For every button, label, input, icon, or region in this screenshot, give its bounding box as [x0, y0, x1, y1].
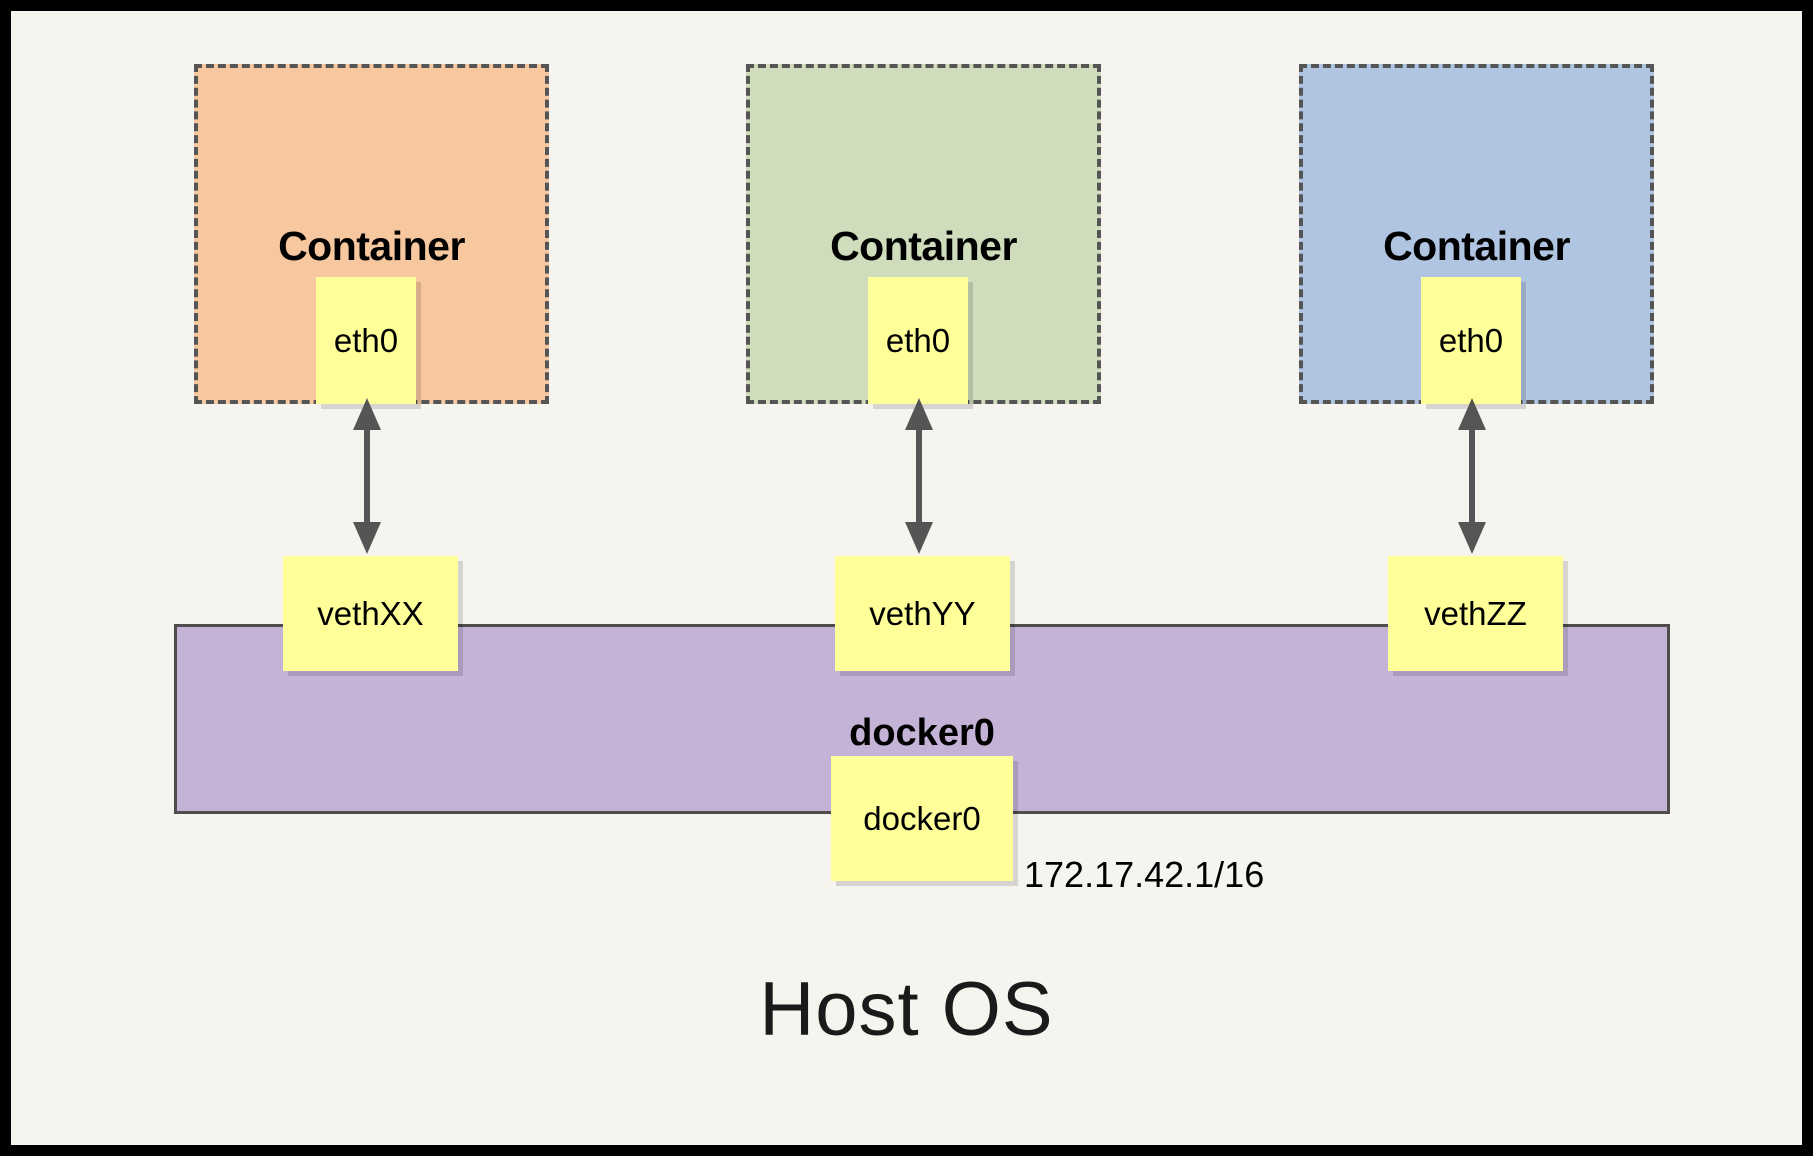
container-title-2: Container	[830, 223, 1017, 269]
docker0-ip-label: 172.17.42.1/16	[1024, 854, 1265, 895]
docker0-bridge-label: docker0	[849, 712, 995, 754]
veth-note-2: vethYY	[835, 556, 1010, 671]
docker0-interface-note: docker0	[831, 756, 1013, 881]
veth-link-arrow-3	[1458, 398, 1486, 554]
veth-note-1-label: vethXX	[317, 595, 424, 632]
veth-link-arrow-2	[905, 398, 933, 554]
veth-note-2-label: vethYY	[869, 595, 976, 632]
veth-link-arrow-1	[353, 398, 381, 554]
container-title-3: Container	[1383, 223, 1570, 269]
eth0-note-3: eth0	[1421, 277, 1521, 404]
eth0-note-2-label: eth0	[885, 322, 951, 359]
eth0-note-1-label: eth0	[333, 322, 399, 359]
eth0-note-2: eth0	[868, 277, 968, 404]
veth-note-3-label: vethZZ	[1424, 595, 1527, 632]
docker0-interface-label: docker0	[863, 800, 981, 837]
host-os-label: Host OS	[759, 967, 1054, 1052]
eth0-note-3-label: eth0	[1438, 322, 1504, 359]
veth-note-1: vethXX	[283, 556, 458, 671]
container-title-1: Container	[278, 223, 465, 269]
eth0-note-1: eth0	[316, 277, 416, 404]
veth-note-3: vethZZ	[1388, 556, 1563, 671]
